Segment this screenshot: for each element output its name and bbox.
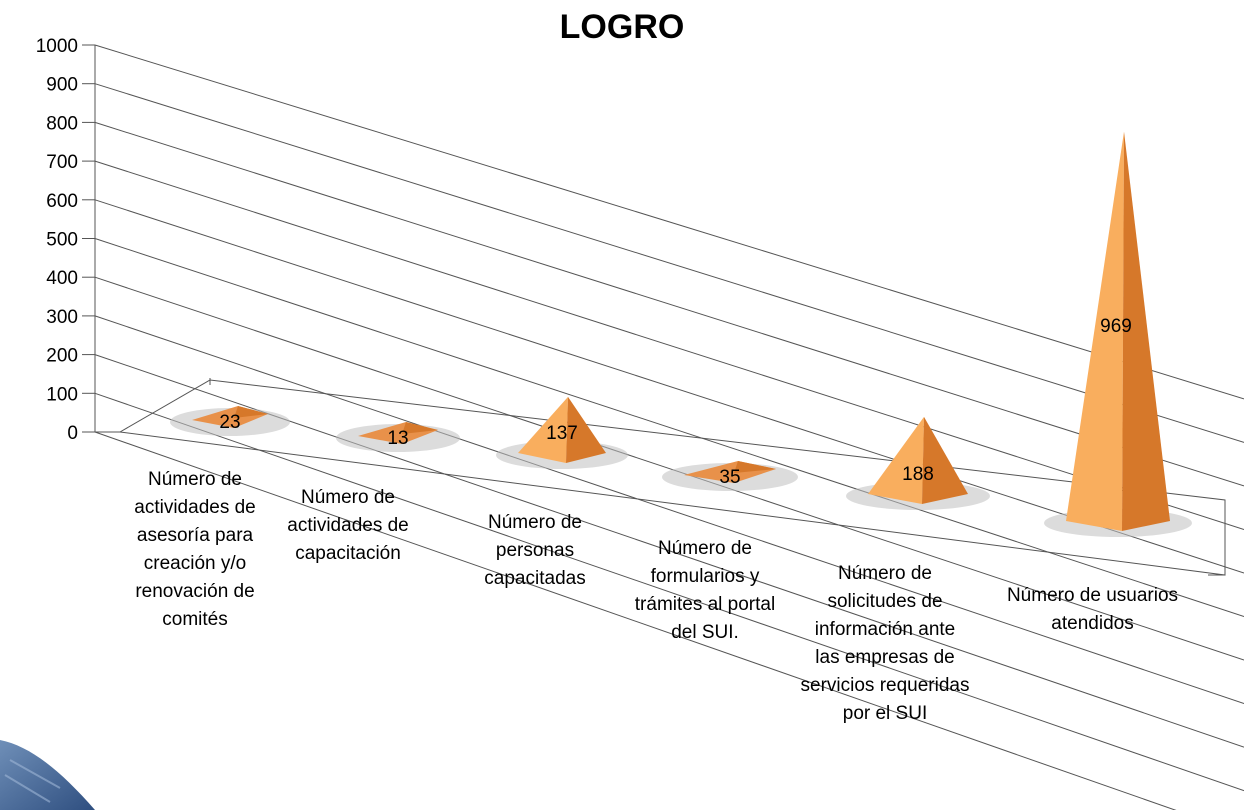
bar-4 — [868, 416, 924, 504]
x-category-label: Número de usuarios atendidos — [1006, 585, 1179, 634]
bar-face-0 — [234, 406, 268, 418]
bar-face-4 — [922, 416, 968, 504]
x-category-label: Número de personas capacitadas — [484, 512, 586, 589]
bar-face-3 — [734, 461, 776, 473]
y-tick-label: 500 — [46, 230, 78, 251]
gridline — [94, 276, 1244, 661]
gridline — [94, 121, 1244, 487]
y-tick-label: 1000 — [36, 36, 78, 57]
data-label: 969 — [1100, 316, 1132, 337]
x-category-label: Número de actividades de asesoría para c… — [134, 469, 256, 630]
chart-title: LOGRO — [559, 8, 685, 46]
bar-face-2 — [566, 396, 606, 463]
gridline — [94, 160, 1244, 530]
y-tick-label: 600 — [46, 191, 78, 212]
y-tick-label: 400 — [46, 268, 78, 289]
bar-5 — [1066, 131, 1124, 531]
y-tick-label: 0 — [67, 423, 78, 444]
x-category-label: Número de actividades de capacitación — [287, 487, 409, 564]
floor-outline — [119, 379, 1226, 576]
data-label: 137 — [546, 423, 578, 444]
y-tick-label: 100 — [46, 384, 78, 405]
gridline — [94, 83, 1244, 443]
bar-2 — [518, 396, 568, 463]
gridline — [94, 315, 1244, 705]
y-tick-label: 700 — [46, 152, 78, 173]
gridline — [94, 44, 1244, 400]
gridline — [94, 431, 1177, 810]
x-category-label: Número de formularios y trámites al port… — [634, 538, 776, 643]
data-label: 23 — [219, 412, 240, 433]
gridline — [94, 238, 1244, 617]
bar-face-1 — [402, 422, 438, 434]
gridline — [94, 199, 1244, 574]
data-label: 35 — [719, 467, 740, 488]
y-tick-label: 300 — [46, 307, 78, 328]
y-tick-label: 800 — [46, 113, 78, 134]
y-tick-label: 900 — [46, 75, 78, 96]
bar-face-5 — [1122, 131, 1170, 531]
data-label: 13 — [387, 428, 408, 449]
gridline — [94, 392, 1244, 792]
y-tick-label: 200 — [46, 346, 78, 367]
x-category-label: Número de solicitudes de información ant… — [800, 563, 970, 724]
data-label: 188 — [902, 464, 934, 485]
logo-corner — [0, 740, 95, 810]
